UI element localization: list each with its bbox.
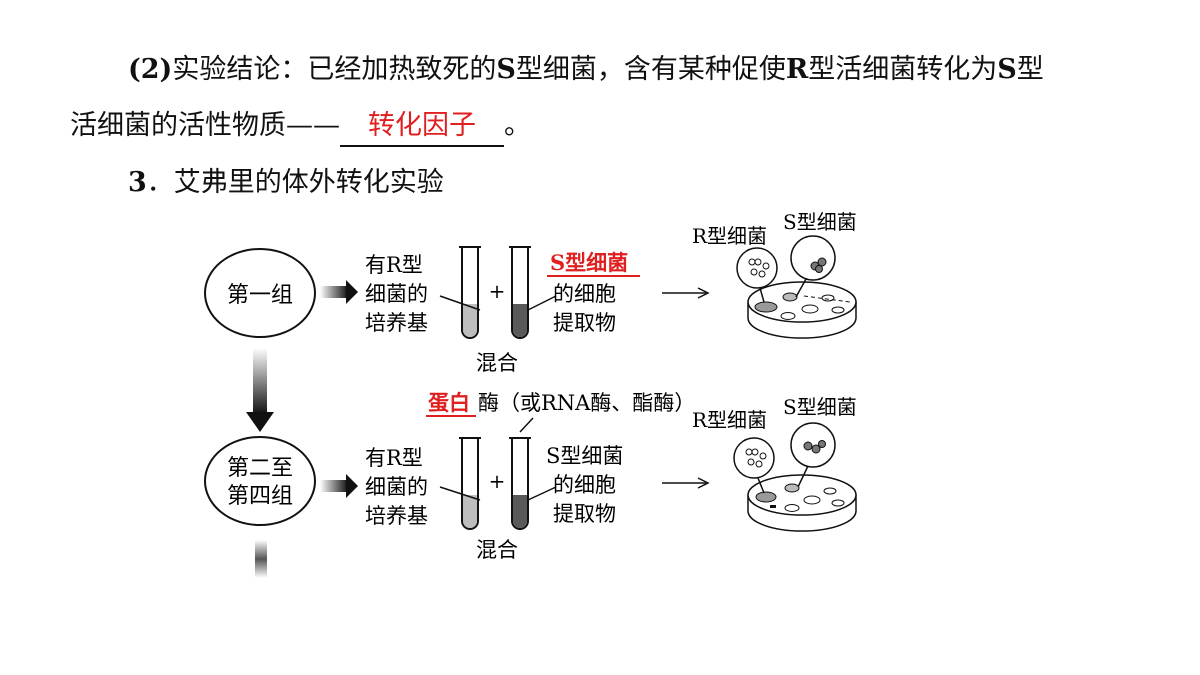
s-letter: S	[496, 54, 516, 85]
group-1-mix-label: 混合	[476, 351, 518, 375]
group-2-petri-dish	[747, 474, 857, 532]
conclusion-line-2: 活细菌的活性物质——转化因子。	[70, 98, 1150, 154]
group-2-plus: +	[489, 469, 506, 493]
group-1-extract-line-2: 的细胞	[553, 282, 616, 306]
conclusion-text-2: 型细菌，含有某种促使	[515, 54, 786, 85]
group-2-arrow-icon	[320, 474, 358, 498]
section-title: ．艾弗里的体外转化实验	[146, 167, 444, 198]
conclusion-text-3: 型活细菌转化为	[808, 54, 998, 85]
group-2-oval	[204, 436, 316, 526]
group-2-extract-line-3: 提取物	[553, 502, 616, 526]
conclusion-text-4: 型	[1016, 54, 1044, 85]
group-2: 第二至 第四组 蛋白 酶（或RNA酶、酯酶） 有R型 细菌的 培养基 + 混合 …	[204, 390, 857, 562]
group-1-r-label: R型细菌	[692, 224, 767, 248]
group-2-pointer-left	[439, 486, 481, 501]
group-1-pointer-right	[527, 295, 557, 311]
item-number: (2)	[128, 54, 173, 85]
group-1-s-label: S型细菌	[783, 210, 857, 234]
group-1-extract-line-3: 提取物	[553, 311, 616, 335]
group-2-label-line-1: 第二至	[227, 456, 293, 481]
group-1-tube-right	[509, 246, 531, 339]
section-number: 3	[128, 167, 147, 198]
group-1-tube-left	[459, 246, 481, 339]
group-1-medium-line-1: 有R型	[365, 253, 423, 277]
group-1: 第一组 有R型 细菌的 培养基 + 混合 S型细菌 的细胞 提取物	[204, 210, 857, 375]
group-2-r-label: R型细菌	[692, 408, 767, 432]
group-1-extract-highlight: S型细菌	[550, 250, 628, 275]
group-1-plus: +	[489, 279, 506, 303]
group-2-medium-line-3: 培养基	[365, 504, 428, 528]
group-1-petri-dish	[747, 281, 857, 339]
group-2-extract-line-2: 的细胞	[553, 473, 616, 497]
group-2-enzyme-rest: 酶（或RNA酶、酯酶）	[478, 391, 695, 415]
group-2-pointer-right	[527, 486, 557, 501]
group-2-enzyme-highlight: 蛋白	[428, 390, 470, 415]
group-2-mix-label: 混合	[476, 538, 518, 562]
group-2-tube-left	[459, 437, 481, 530]
group-1-pointer-left	[439, 295, 481, 311]
group-1-result-arrow-icon	[662, 287, 710, 299]
conclusion-text-5: 活细菌的活性物质——	[70, 110, 340, 141]
group-1-medium-line-3: 培养基	[365, 311, 428, 335]
section-heading: 3．艾弗里的体外转化实验	[128, 163, 444, 203]
group-2-s-bubble	[790, 422, 836, 488]
group-2-result-arrow-icon	[662, 477, 710, 489]
group-2-medium-line-1: 有R型	[365, 446, 423, 470]
answer-blank: 转化因子	[340, 112, 504, 147]
conclusion-period: 。	[504, 110, 531, 141]
group-1-r-bubble	[736, 247, 778, 303]
group-2-medium-line-2: 细菌的	[365, 475, 428, 499]
group-2-enzyme-pointer	[519, 417, 534, 433]
group-1-medium-line-2: 细菌的	[365, 282, 428, 306]
group-1-label: 第一组	[227, 283, 293, 308]
group-2-extract-line-1: S型细菌	[546, 444, 623, 468]
group-1-oval	[204, 248, 316, 338]
s-letter-2: S	[997, 54, 1017, 85]
group-2-tube-right	[509, 437, 531, 530]
group-2-label-line-2: 第四组	[227, 484, 293, 509]
group-2-s-label: S型细菌	[783, 395, 857, 419]
group-1-s-bubble	[790, 235, 836, 298]
conclusion-paragraph: (2)实验结论：已经加热致死的S型细菌，含有某种促使R型活细菌转化为S型 活细菌…	[70, 42, 1150, 154]
conclusion-text: 实验结论：已经加热致死的	[172, 54, 497, 85]
group-2-r-bubble	[733, 437, 775, 494]
down-arrow-icon	[246, 348, 274, 432]
continuation-fade-bar	[255, 540, 267, 578]
r-letter: R	[785, 54, 809, 85]
group-1-arrow-icon	[320, 280, 358, 304]
conclusion-line-1: (2)实验结论：已经加热致死的S型细菌，含有某种促使R型活细菌转化为S型	[70, 42, 1150, 98]
